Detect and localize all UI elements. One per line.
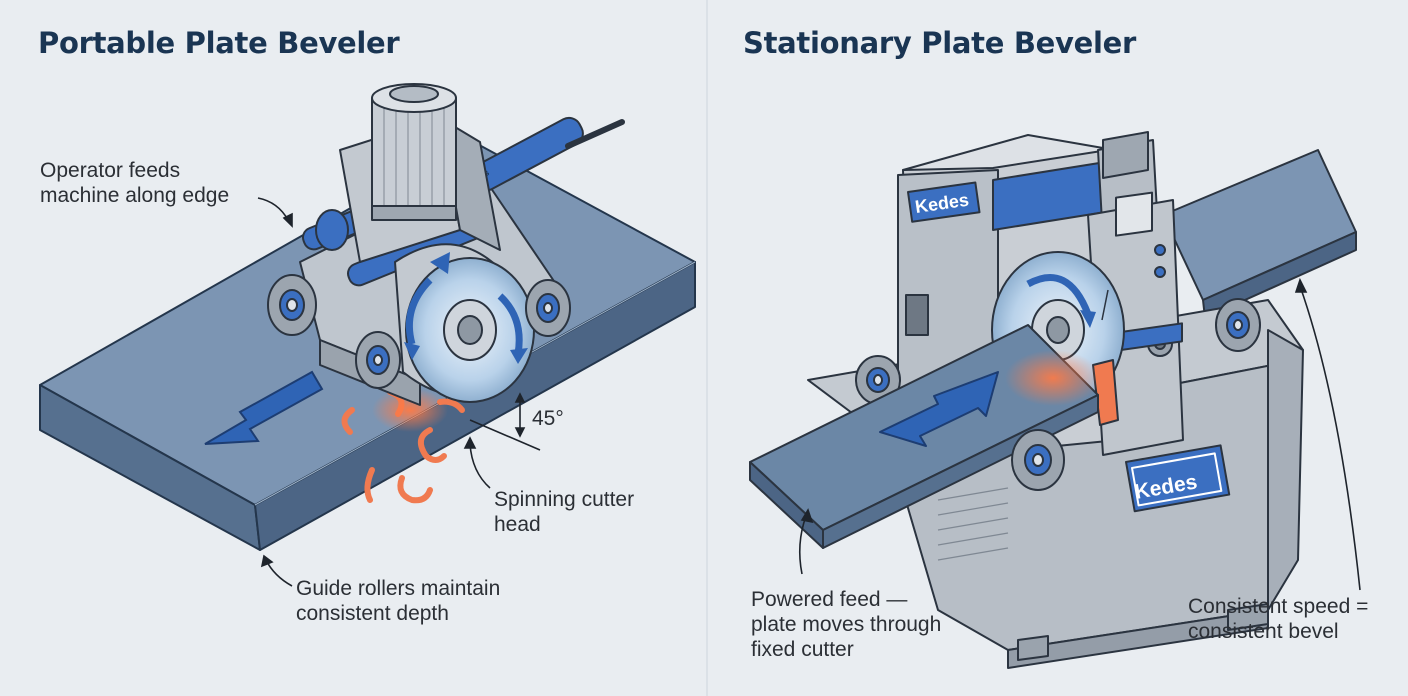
brand-plate-upper: Kedes bbox=[907, 181, 981, 223]
guide-rollers bbox=[267, 209, 571, 389]
portable-beveler-illustration: Kedes bbox=[39, 83, 696, 587]
operator-feed-annotation: Operator feeds machine along edge bbox=[40, 158, 229, 208]
cutting-glow bbox=[372, 388, 448, 432]
stationary-beveler-title: Stationary Plate Beveler bbox=[743, 26, 1137, 60]
support-rollers bbox=[855, 298, 1261, 405]
portable-beveler-title: Portable Plate Beveler bbox=[38, 26, 400, 60]
annotation-line: consistent bevel bbox=[1188, 620, 1339, 643]
front-roller bbox=[1011, 429, 1065, 491]
annotation-line: machine along edge bbox=[40, 184, 230, 207]
spinning-cutter-head bbox=[404, 252, 535, 403]
annotation-line: Guide rollers maintain bbox=[296, 577, 501, 600]
annotation-leaders bbox=[798, 277, 1361, 591]
powered-feed-annotation: Powered feed — plate moves through fixed… bbox=[751, 587, 941, 662]
motor bbox=[371, 83, 457, 221]
annotation-line: fixed cutter bbox=[751, 638, 854, 661]
consistent-speed-annotation: Consistent speed = consistent bevel bbox=[1188, 594, 1368, 644]
angle-label: 45° bbox=[532, 407, 564, 430]
stationary-beveler-illustration: Kedes Kedes bbox=[749, 131, 1361, 669]
outfeed-plate bbox=[1162, 149, 1357, 319]
annotation-leaders bbox=[257, 197, 491, 587]
brand-plate-lower: Kedes bbox=[1124, 444, 1231, 513]
stationary-beveler-panel: Stationary Plate Beveler bbox=[708, 0, 1408, 696]
panel-divider bbox=[706, 0, 708, 696]
bevel-angle-indicator bbox=[469, 392, 541, 451]
portable-beveler-machine: Kedes bbox=[267, 83, 625, 406]
cutting-glow bbox=[1005, 350, 1101, 406]
annotation-line: Spinning cutter bbox=[494, 488, 635, 511]
annotation-line: Operator feeds bbox=[40, 159, 181, 182]
plate-feed-arrow bbox=[879, 371, 999, 447]
annotation-line: Consistent speed = bbox=[1188, 595, 1369, 618]
annotation-line: head bbox=[494, 513, 541, 536]
annotation-line: consistent depth bbox=[296, 602, 449, 625]
annotation-line: Powered feed — bbox=[751, 588, 908, 611]
portable-beveler-panel: Portable Plate Beveler bbox=[38, 26, 696, 626]
feed-direction-arrow bbox=[204, 370, 324, 445]
cutter-head-annotation: Spinning cutter head bbox=[494, 487, 634, 537]
annotation-line: plate moves through bbox=[751, 613, 942, 636]
guide-rollers-annotation: Guide rollers maintain consistent depth bbox=[296, 576, 500, 626]
